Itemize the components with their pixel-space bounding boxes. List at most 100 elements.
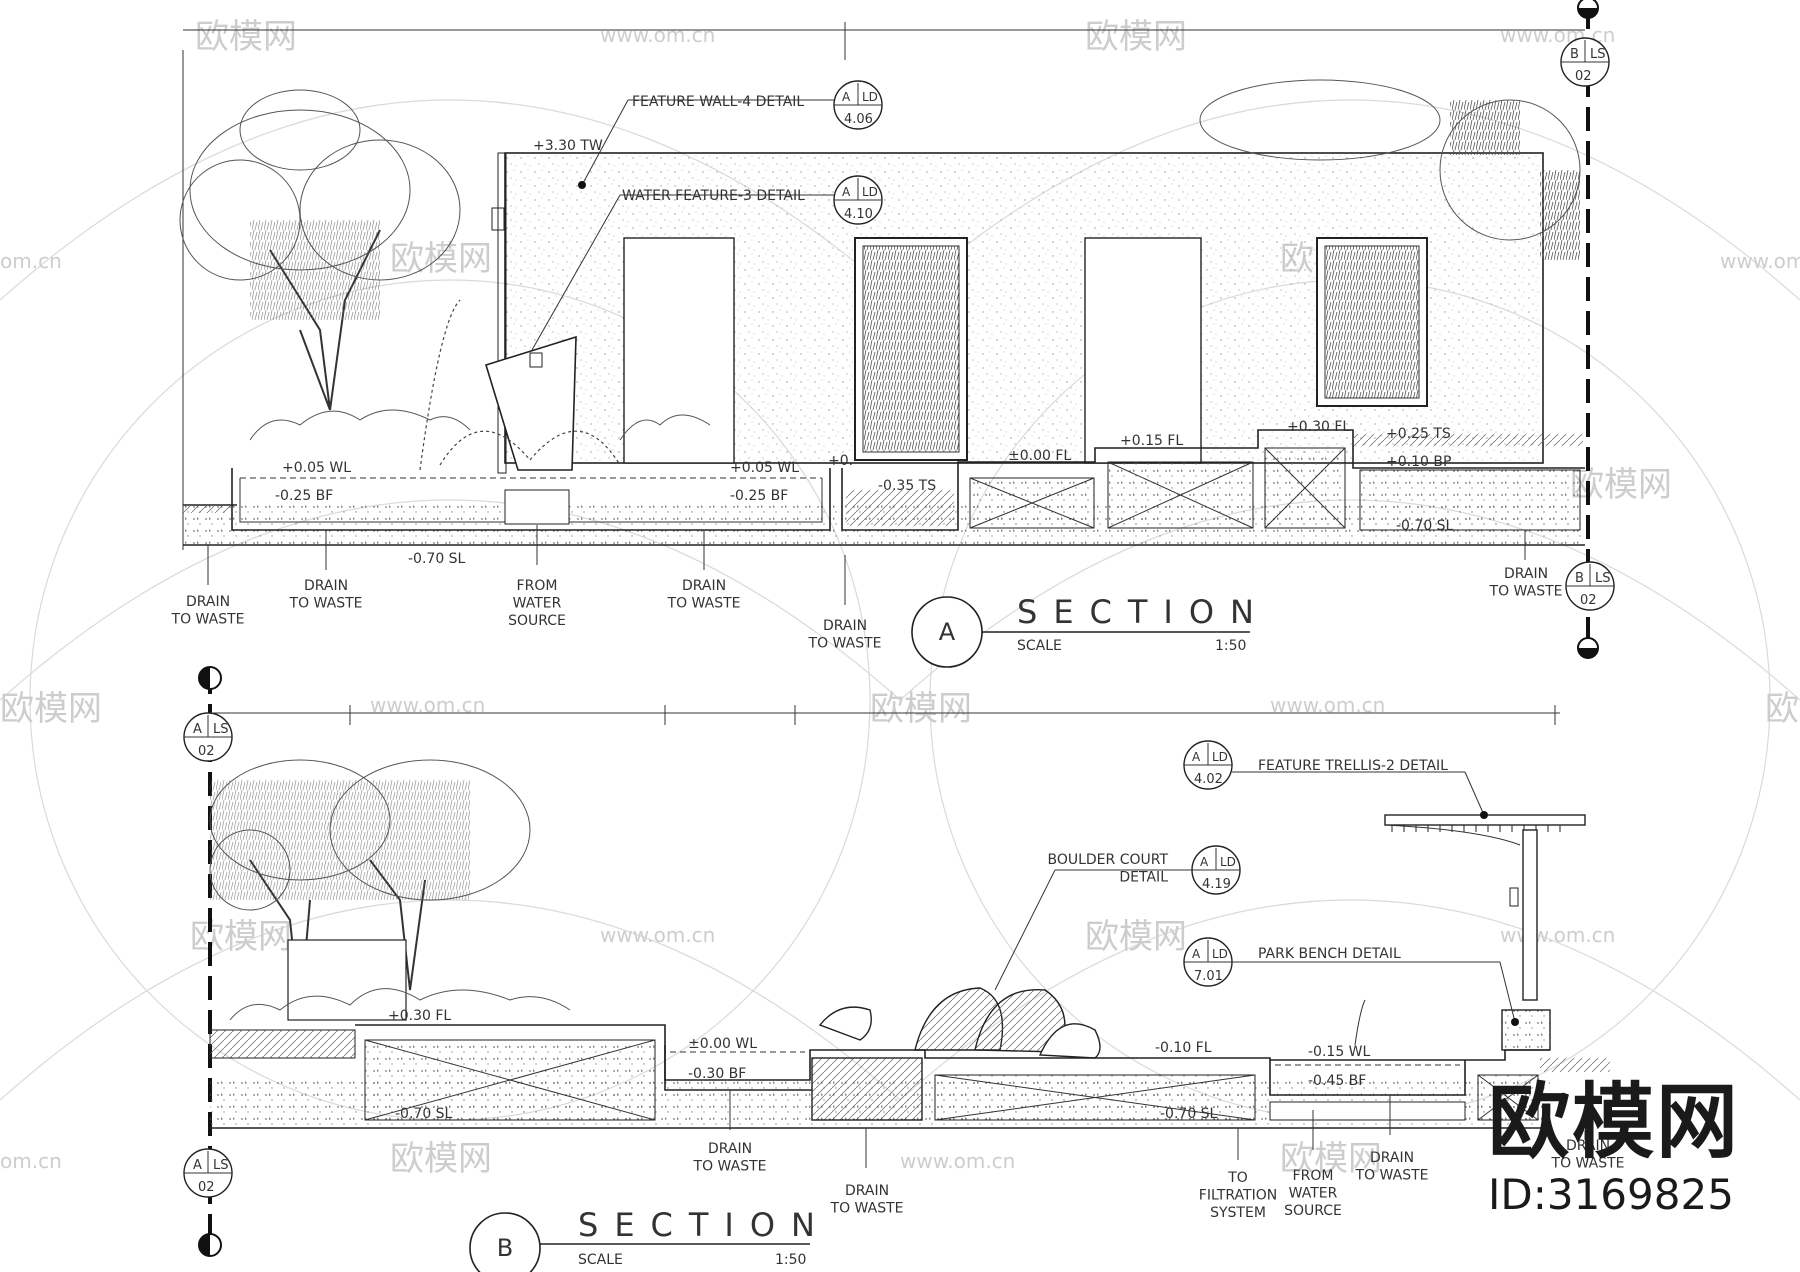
level-fl30: +0.30 FL	[388, 1008, 451, 1024]
ref-tag-b-ls-bottom: B LS 02	[1565, 561, 1615, 611]
callout-bench: A LD 7.01 PARK BENCH DETAIL	[1183, 937, 1519, 1026]
section-b-letter: B	[497, 1234, 513, 1262]
brand-name: 欧模网	[1487, 1075, 1740, 1170]
tag-sheet: LD	[1212, 750, 1228, 764]
section-b-scale-label: SCALE	[578, 1252, 623, 1268]
text-line: DRAIN	[1566, 1138, 1610, 1154]
cut-marker-top-a	[1577, 0, 1599, 19]
callout-trellis: A LD 4.02 FEATURE TRELLIS-2 DETAIL	[1183, 740, 1488, 819]
watermark-short-1: om.cn	[0, 249, 62, 273]
watermark-cn-11: 欧模网	[390, 1139, 492, 1179]
tree-left	[179, 89, 461, 411]
levels-b: +0.30 FL ±0.00 WL -0.30 BF -0.70 SL -0.1…	[388, 1008, 1371, 1122]
section-title-a: A SECTION SCALE 1:50	[911, 593, 1270, 668]
text-line: TO WASTE	[693, 1159, 767, 1175]
watermark-url-3: www.om.cn	[1720, 249, 1800, 273]
section-b-scale-value: 1:50	[775, 1252, 806, 1268]
text-line: DRAIN	[845, 1183, 889, 1199]
tag-num: 4.19	[1202, 877, 1231, 892]
ref-tag-b-ls-top: B LS 02	[1560, 37, 1610, 87]
text-line: TO WASTE	[1489, 584, 1563, 600]
watermark-cn-9: 欧模网	[190, 917, 292, 957]
tag-sheet: LD	[862, 185, 878, 199]
watermark-cn-12: 欧模网	[1280, 1139, 1382, 1179]
text-line: DRAIN	[304, 578, 348, 594]
watermark-cn-1: 欧模网	[195, 17, 297, 57]
ref-top-letter: A	[193, 722, 202, 737]
section-a-title: SECTION	[1017, 593, 1270, 631]
text-line: BOULDER COURT	[1047, 852, 1168, 868]
ref-bottom-num: 02	[1580, 593, 1597, 608]
level-bp: +0.10 BP	[1386, 454, 1451, 470]
tree-left-b	[209, 759, 531, 1021]
tag-num: 7.01	[1194, 969, 1223, 984]
level-wl2: +0.05 WL	[730, 460, 799, 476]
brand-id: ID:3169825	[1487, 1170, 1734, 1219]
tag-sheet: LD	[862, 90, 878, 104]
text-line: WATER	[513, 596, 562, 612]
tag-sheet: LD	[1220, 855, 1236, 869]
tag-sheet: LD	[1212, 947, 1228, 961]
wall-opening-1	[623, 237, 735, 464]
ref-bottom-sheet: LS	[1595, 571, 1611, 586]
section-title-b: B SECTION SCALE 1:50	[469, 1206, 815, 1272]
shrubs-b	[229, 988, 571, 1021]
note-drain-3: DRAIN TO WASTE	[667, 578, 741, 612]
section-a-letter: A	[939, 618, 956, 646]
cut-marker-bottom-a	[1577, 637, 1599, 659]
text-line: DRAIN	[1504, 566, 1548, 582]
cut-marker-top-b	[198, 666, 222, 690]
watermark-url-7: www.om.cn	[1500, 923, 1615, 947]
text-line: SOURCE	[508, 613, 566, 629]
callout-trellis-text: FEATURE TRELLIS-2 DETAIL	[1258, 758, 1448, 774]
watermark-url-1: www.om.cn	[600, 23, 715, 47]
text-line: TO WASTE	[171, 612, 245, 628]
ref-tag-a-ls-bottom: A LS 02	[183, 1148, 233, 1198]
text-line: TO WASTE	[1551, 1156, 1625, 1172]
watermark-url-8: www.om.cn	[900, 1149, 1015, 1173]
text-line: DRAIN	[186, 594, 230, 610]
tag-letter: A	[1200, 855, 1209, 869]
tree-right-a	[1199, 79, 1581, 260]
ref-top-sheet: LS	[213, 722, 229, 737]
level-wl15: -0.15 WL	[1308, 1044, 1371, 1060]
note-drain-5: DRAIN TO WASTE	[1489, 566, 1563, 600]
section-a-scale-value: 1:50	[1215, 638, 1246, 654]
level-ts25: +0.25 TS	[1386, 426, 1451, 442]
tag-letter: A	[1192, 947, 1201, 961]
shrubs-a	[249, 409, 711, 441]
tag-letter: A	[1192, 750, 1201, 764]
tag-letter: A	[842, 185, 851, 199]
level-fl15: +0.15 FL	[1120, 433, 1183, 449]
ref-bottom-letter: B	[1575, 571, 1584, 586]
watermark-cn-3: 欧模网	[390, 239, 492, 279]
level-bf45: -0.45 BF	[1308, 1073, 1366, 1089]
boulders	[818, 987, 1101, 1059]
text-line: TO WASTE	[289, 596, 363, 612]
text-line: TO WASTE	[667, 596, 741, 612]
tag-letter: A	[842, 90, 851, 104]
level-bf30: -0.30 BF	[688, 1066, 746, 1082]
text-line: SOURCE	[1284, 1203, 1342, 1219]
text-line: DRAIN	[682, 578, 726, 594]
level-ts1: -0.35 TS	[878, 478, 936, 494]
level-sl1: -0.70 SL	[408, 551, 466, 567]
text-line: FROM	[517, 578, 558, 594]
wall-opening-2	[1084, 237, 1202, 464]
section-a-scale-label: SCALE	[1017, 638, 1062, 654]
callout-feature-wall-text: FEATURE WALL-4 DETAIL	[632, 94, 804, 110]
ref-top-num: 02	[198, 744, 215, 759]
watermark-short-2: om.cn	[0, 1149, 62, 1173]
text-line: WATER	[1289, 1186, 1338, 1202]
callout-water-feature-text: WATER FEATURE-3 DETAIL	[622, 188, 805, 204]
section-b: A LS 02 A LS 02	[183, 666, 1625, 1272]
level-fl10: -0.10 FL	[1155, 1040, 1212, 1056]
